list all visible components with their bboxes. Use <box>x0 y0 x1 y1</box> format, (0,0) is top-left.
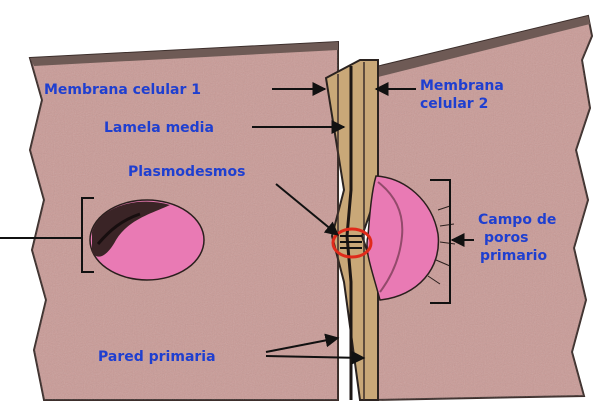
left-pit-field <box>90 200 204 280</box>
label-campo-de-poros-line1: Campo de <box>478 212 556 228</box>
label-membrana-celular-2-line2: celular 2 <box>420 96 488 112</box>
label-pared-primaria: Pared primaria <box>98 349 216 365</box>
label-campo-de-poros-line3: primario <box>480 248 547 264</box>
label-membrana-celular-1: Membrana celular 1 <box>44 82 201 98</box>
label-campo-de-poros-line2: poros <box>484 230 529 246</box>
label-lamela-media: Lamela media <box>104 120 214 136</box>
label-membrana-celular-2-line1: Membrana <box>420 78 504 94</box>
label-plasmodesmos: Plasmodesmos <box>128 164 245 180</box>
